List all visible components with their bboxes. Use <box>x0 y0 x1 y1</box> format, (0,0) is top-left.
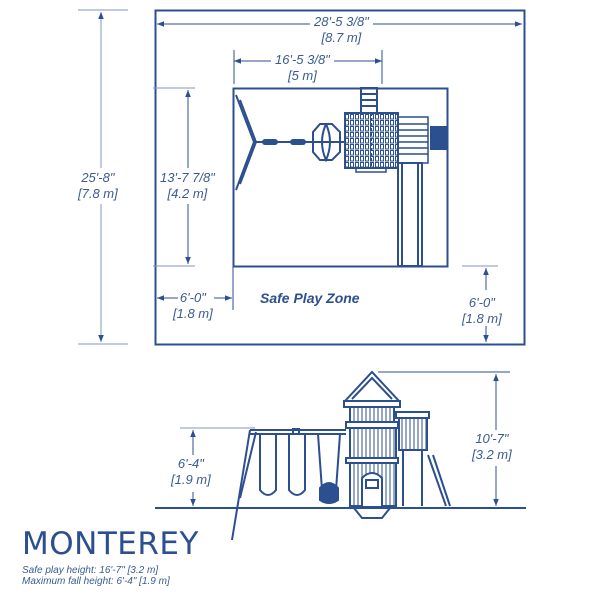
left-clearance-metric: [1.8 m] <box>173 306 213 321</box>
front-view <box>155 370 526 541</box>
tower-front <box>342 370 451 519</box>
structure-depth-label: 13'-7 7/8" [4.2 m] <box>160 168 215 204</box>
overall-width-label: 28'-5 3/8" [8.7 m] <box>310 14 373 46</box>
structure-width-imperial: 16'-5 3/8" <box>275 52 330 67</box>
swing-a-frame-top <box>235 94 258 191</box>
left-clearance-imperial: 6'-0" <box>179 290 206 305</box>
rock-wall-top <box>430 126 447 150</box>
safe-play-height-note: Safe play height: 16'-7" [3.2 m] <box>22 565 159 576</box>
side-deck-top <box>397 116 429 164</box>
swing-beam-height-metric: [1.9 m] <box>171 472 211 487</box>
overall-depth-metric: [7.8 m] <box>78 186 118 201</box>
ladder-top <box>360 87 378 114</box>
overall-depth-label: 25'-8" [7.8 m] <box>78 168 118 204</box>
structure-depth-imperial: 13'-7 7/8" <box>160 170 215 185</box>
max-fall-height-note: Maximum fall height: 6'-4" [1.9 m] <box>22 576 170 587</box>
safe-play-zone-label: Safe Play Zone <box>260 290 360 306</box>
structure-footprint <box>232 87 449 268</box>
swing-set-front <box>231 428 346 541</box>
overall-depth-imperial: 25'-8" <box>81 170 115 185</box>
slide-top <box>397 162 423 267</box>
safe-zone-boundary <box>154 9 526 346</box>
product-title: MONTEREY <box>22 526 199 562</box>
swing-beam-height-label: 6'-4" [1.9 m] <box>171 456 211 488</box>
overall-width-imperial: 28'-5 3/8" <box>314 14 369 29</box>
front-clearance-label: 6'-0" [1.8 m] <box>462 295 502 327</box>
overall-width-metric: [8.7 m] <box>321 30 362 45</box>
structure-depth-metric: [4.2 m] <box>167 186 208 201</box>
top-view <box>78 9 526 346</box>
swing-beam-height-imperial: 6'-4" <box>177 456 204 471</box>
overall-height-imperial: 10'-7" <box>475 431 509 446</box>
structure-width-label: 16'-5 3/8" [5 m] <box>271 52 334 84</box>
overall-height-metric: [3.2 m] <box>472 447 512 462</box>
left-clearance-label: 6'-0" [1.8 m] <box>173 290 213 322</box>
front-clearance-imperial: 6'-0" <box>468 295 495 310</box>
front-clearance-metric: [1.8 m] <box>462 311 502 326</box>
toddler-swing-top <box>312 123 341 163</box>
structure-width-metric: [5 m] <box>287 68 317 83</box>
overall-height-label: 10'-7" [3.2 m] <box>472 431 512 463</box>
